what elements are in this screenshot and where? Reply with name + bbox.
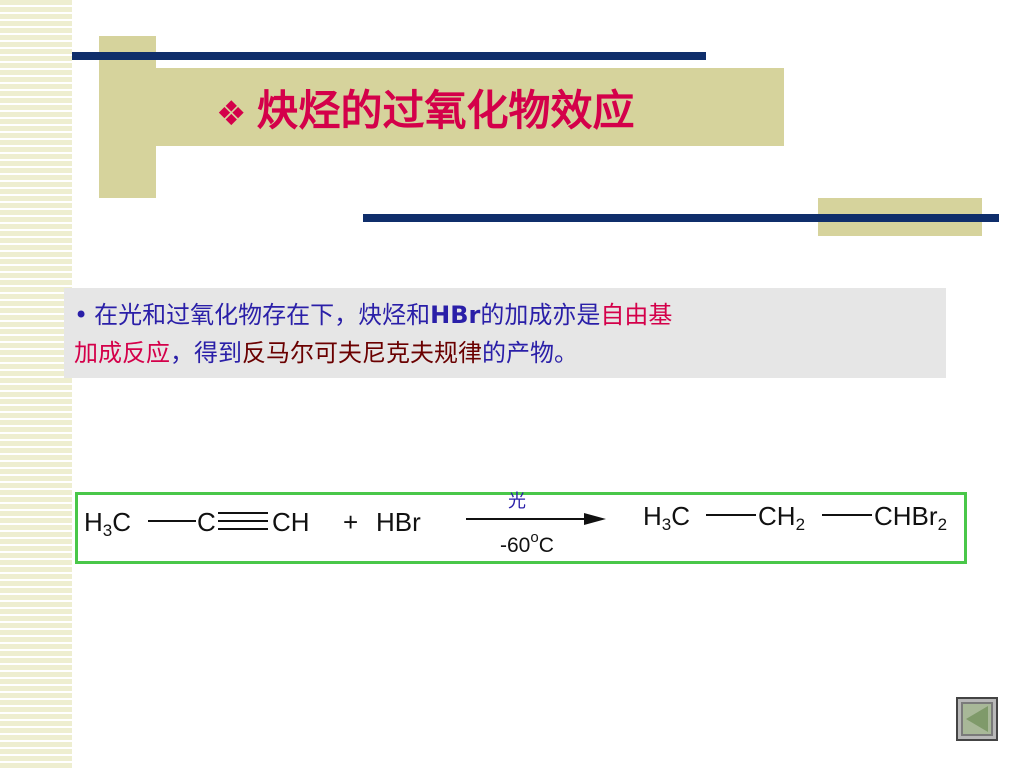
plus-sign: +: [343, 507, 359, 537]
decor-square-left: [99, 36, 156, 198]
product-chbr2: CHBr2: [874, 501, 948, 534]
reactant-c: C: [197, 507, 216, 537]
product-bond-2: [822, 514, 872, 516]
slide-title: ❖炔烃的过氧化物效应: [216, 77, 635, 138]
title-banner: ❖炔烃的过氧化物效应: [156, 68, 784, 146]
triple-bond-line-1: [218, 512, 268, 514]
decor-line-bottom: [363, 214, 999, 222]
condition-light: 光: [508, 491, 526, 512]
reactant-h3c: H3C: [84, 507, 132, 540]
left-striped-border: [0, 0, 72, 768]
body-hbr: HBr: [430, 301, 481, 329]
product-ch2: CH2: [758, 501, 806, 534]
body-seg2: 的加成亦是: [480, 301, 601, 329]
product-bond-1: [706, 514, 756, 516]
body-anti-markovnikov: 反马尔可夫尼克夫规律: [242, 339, 482, 367]
condition-temperature: -60oC: [500, 529, 554, 557]
back-triangle-icon: [966, 706, 988, 732]
bullet-dot: •: [74, 301, 89, 329]
triple-bond-line-2: [218, 520, 268, 522]
product-h3c: H3C: [643, 501, 691, 534]
body-seg1: 在光和过氧化物存在下，炔烃和: [94, 301, 431, 329]
body-free-radical: 自由基: [600, 301, 673, 329]
back-nav-button-inner: [961, 702, 993, 736]
decor-line-top: [72, 52, 706, 60]
diamond-bullet-icon: ❖: [216, 93, 247, 134]
reactant-ch: CH: [272, 507, 310, 537]
body-text-box: •在光和过氧化物存在下，炔烃和HBr的加成亦是自由基加成反应，得到反马尔可夫尼克…: [64, 288, 946, 378]
slide-title-text: 炔烃的过氧化物效应: [256, 85, 635, 135]
reaction-arrow-head-icon: [584, 513, 606, 525]
triple-bond-line-3: [218, 528, 268, 530]
reaction-equation-box: H3C C CH + HBr 光 -60oC H3C CH2 CHBr2: [75, 491, 967, 564]
back-nav-button[interactable]: [956, 697, 998, 741]
reaction-arrow-line: [466, 518, 586, 520]
body-seg3: ，得到: [170, 339, 242, 367]
body-addition-reaction: 加成反应: [74, 339, 170, 367]
body-seg4: 的产物。: [482, 339, 578, 367]
reagent-hbr: HBr: [376, 507, 421, 537]
single-bond-1: [148, 520, 196, 522]
